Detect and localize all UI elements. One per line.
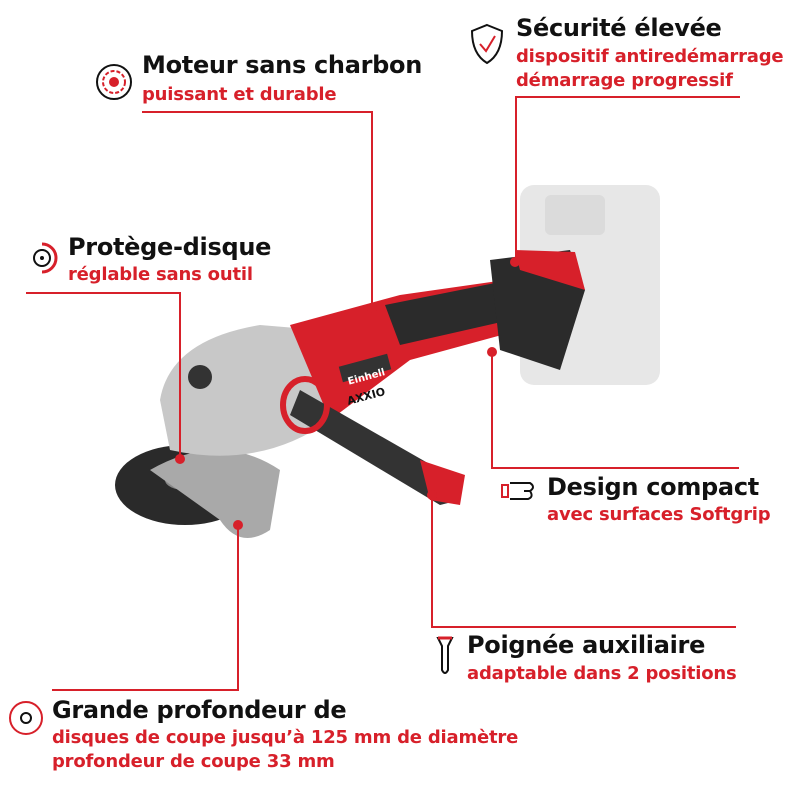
feature-title-compact: Design compact — [547, 473, 759, 501]
feature-title-motor: Moteur sans charbon — [142, 51, 423, 79]
brushless-motor-icon — [96, 64, 132, 100]
leader-line-handle — [431, 626, 736, 628]
auxiliary-handle — [290, 390, 460, 505]
feature-line-disc-2: profondeur de coupe 33 mm — [52, 751, 335, 772]
marker-dot-motor — [367, 303, 377, 313]
feature-title-guard: Protège-disque — [68, 233, 272, 261]
feature-line-safety-1: dispositif antiredémarrage — [516, 46, 784, 67]
feature-line-handle: adaptable dans 2 positions — [467, 663, 737, 684]
marker-dot-safety — [510, 257, 520, 267]
feature-line-guard: réglable sans outil — [68, 264, 253, 285]
leader-line-compact — [491, 467, 739, 469]
feature-title-disc: Grande profondeur de — [52, 696, 347, 724]
leader-line-disc — [52, 689, 239, 691]
leader-line-safety-v — [515, 96, 517, 261]
leader-line-disc-v — [237, 525, 239, 690]
feature-title-safety: Sécurité élevée — [516, 14, 722, 42]
leader-line-motor-v — [371, 111, 373, 307]
disc-guard-icon — [33, 242, 58, 274]
cutting-disc-icon — [9, 701, 43, 735]
feature-title-handle: Poignée auxiliaire — [467, 631, 706, 659]
shield-check-icon — [470, 23, 504, 65]
feature-line-safety-2: démarrage progressif — [516, 70, 733, 91]
leader-line-guard — [26, 292, 181, 294]
leader-line-compact-v — [491, 352, 493, 468]
leader-line-guard-v — [179, 292, 181, 457]
leader-line-motor — [142, 111, 373, 113]
feature-line-compact: avec surfaces Softgrip — [547, 504, 771, 525]
disc-guard — [150, 450, 280, 538]
leader-line-safety — [516, 96, 740, 98]
softgrip-handle — [385, 282, 510, 345]
feature-line-motor: puissant et durable — [142, 84, 337, 105]
hand-grip-icon — [501, 482, 534, 500]
side-handle-icon — [436, 636, 454, 674]
marker-dot-guard — [175, 454, 185, 464]
leader-line-handle-v — [431, 495, 433, 627]
feature-line-disc-1: disques de coupe jusqu’à 125 mm de diamè… — [52, 727, 519, 748]
